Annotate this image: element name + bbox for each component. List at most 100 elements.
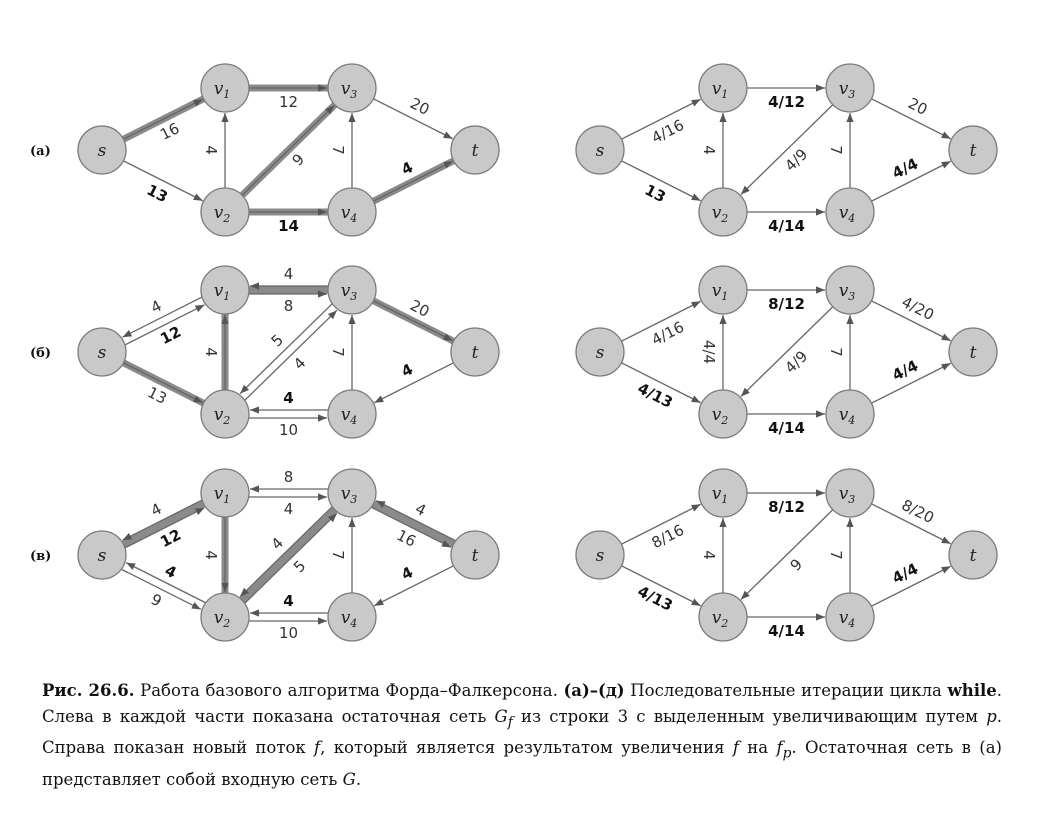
node-circle [450,125,500,175]
edge-label-s-v2: 13 [144,181,171,206]
node-subscript: 2 [720,617,728,630]
node-name: s [596,343,605,363]
edge-v3-t [871,98,951,140]
edge-v4-t [871,565,951,607]
edge-label-v3-v2: 9 [787,555,806,575]
node-subscript: 3 [848,290,855,303]
edge-v2-s [125,562,206,604]
edge-label-v1-v3: 8 [284,297,294,315]
node-label: t [472,141,479,161]
caption-text-3: . Слева в каждой части показана остаточн… [42,681,1002,726]
node-label: v4 [341,405,358,427]
edge-v4-t [373,160,453,202]
node-v1: v1 [698,265,748,315]
node-name: v [341,484,351,504]
caption-math-gf-sub: f [507,714,513,731]
node-s: s [77,530,127,580]
node-v3: v3 [327,63,377,113]
edge-v2-v3 [244,512,338,604]
caption-text-9: . [355,769,362,789]
edge-s-v1 [621,300,701,342]
node-circle [698,187,748,237]
edge-v3-v2 [740,306,834,397]
node-v2: v2 [698,592,748,642]
edge-v3-t [373,300,453,342]
edge-s-v2 [621,565,701,607]
node-circle [200,389,250,439]
caption-math-gf: Gf [495,707,513,730]
node-circle [327,63,377,113]
node-name: t [970,546,977,566]
node-circle [200,265,250,315]
node-subscript: 1 [223,88,230,101]
node-label: s [98,141,107,161]
node-name: v [839,203,849,223]
node-name: v [712,203,722,223]
edge-label-v4-v3: 7 [329,145,347,155]
node-subscript: 2 [720,212,728,225]
edge-s-v2 [123,160,203,202]
node-circle [825,389,875,439]
edge-v3-v2 [740,104,834,195]
node-v3: v3 [825,265,875,315]
edge-label-v2-v4: 10 [279,421,298,439]
node-circle [825,265,875,315]
node-name: v [712,405,722,425]
node-name: v [341,281,351,301]
edge-label-v1-s: 4 [148,297,165,317]
node-circle [327,187,377,237]
node-t: t [450,327,500,377]
node-subscript: 3 [848,88,855,101]
part-label-2: (б) [30,346,51,361]
node-t: t [450,125,500,175]
node-name: t [472,546,479,566]
node-name: s [98,141,107,161]
node-circle [825,187,875,237]
edge-label-v2-v4: 4/14 [768,217,805,235]
node-label: v1 [712,484,729,506]
node-s: s [575,327,625,377]
node-subscript: 4 [847,617,855,630]
edge-v2-v3 [244,309,338,401]
node-v2: v2 [698,389,748,439]
edge-label-s-v1: 8/16 [649,521,687,552]
edge-label-v3-v1: 8 [284,468,294,486]
node-name: v [214,281,224,301]
edge-label-v3-t: 4/20 [899,293,937,324]
caption-math-fp-base: f [776,738,783,758]
edge-s-v1 [124,507,205,549]
node-circle [450,327,500,377]
node-label: v3 [341,281,358,303]
node-label: v1 [712,79,729,101]
edge-label-v3-v2: 4/9 [781,145,811,175]
node-label: s [98,343,107,363]
caption-text-1: Работа базового алгоритма Форда–Фалкерсо… [134,681,564,700]
edge-label-v3-v2: 4/9 [781,347,811,377]
edge-v1-s [122,296,203,338]
node-circle [825,592,875,642]
part-label-3: (в) [30,549,51,564]
node-label: t [472,546,479,566]
node-subscript: 4 [349,414,357,427]
node-label: v3 [839,79,856,101]
node-label: v4 [839,203,856,225]
node-name: t [472,141,479,161]
edge-label-v2-s: 4 [162,561,179,582]
node-circle [948,125,998,175]
edge-s-v1 [621,503,701,545]
node-circle [77,125,127,175]
edge-v3-v2 [239,303,333,395]
node-v4: v4 [327,389,377,439]
node-name: s [98,343,107,363]
node-name: v [712,608,722,628]
edge-label-s-v1: 4/16 [649,116,687,147]
node-name: v [214,405,224,425]
node-subscript: 4 [847,414,855,427]
node-subscript: 1 [721,88,728,101]
node-name: v [839,405,849,425]
edge-label-v3-t: 8/20 [899,496,937,527]
node-subscript: 1 [721,290,728,303]
edge-label-v4-v3: 7 [329,347,347,357]
